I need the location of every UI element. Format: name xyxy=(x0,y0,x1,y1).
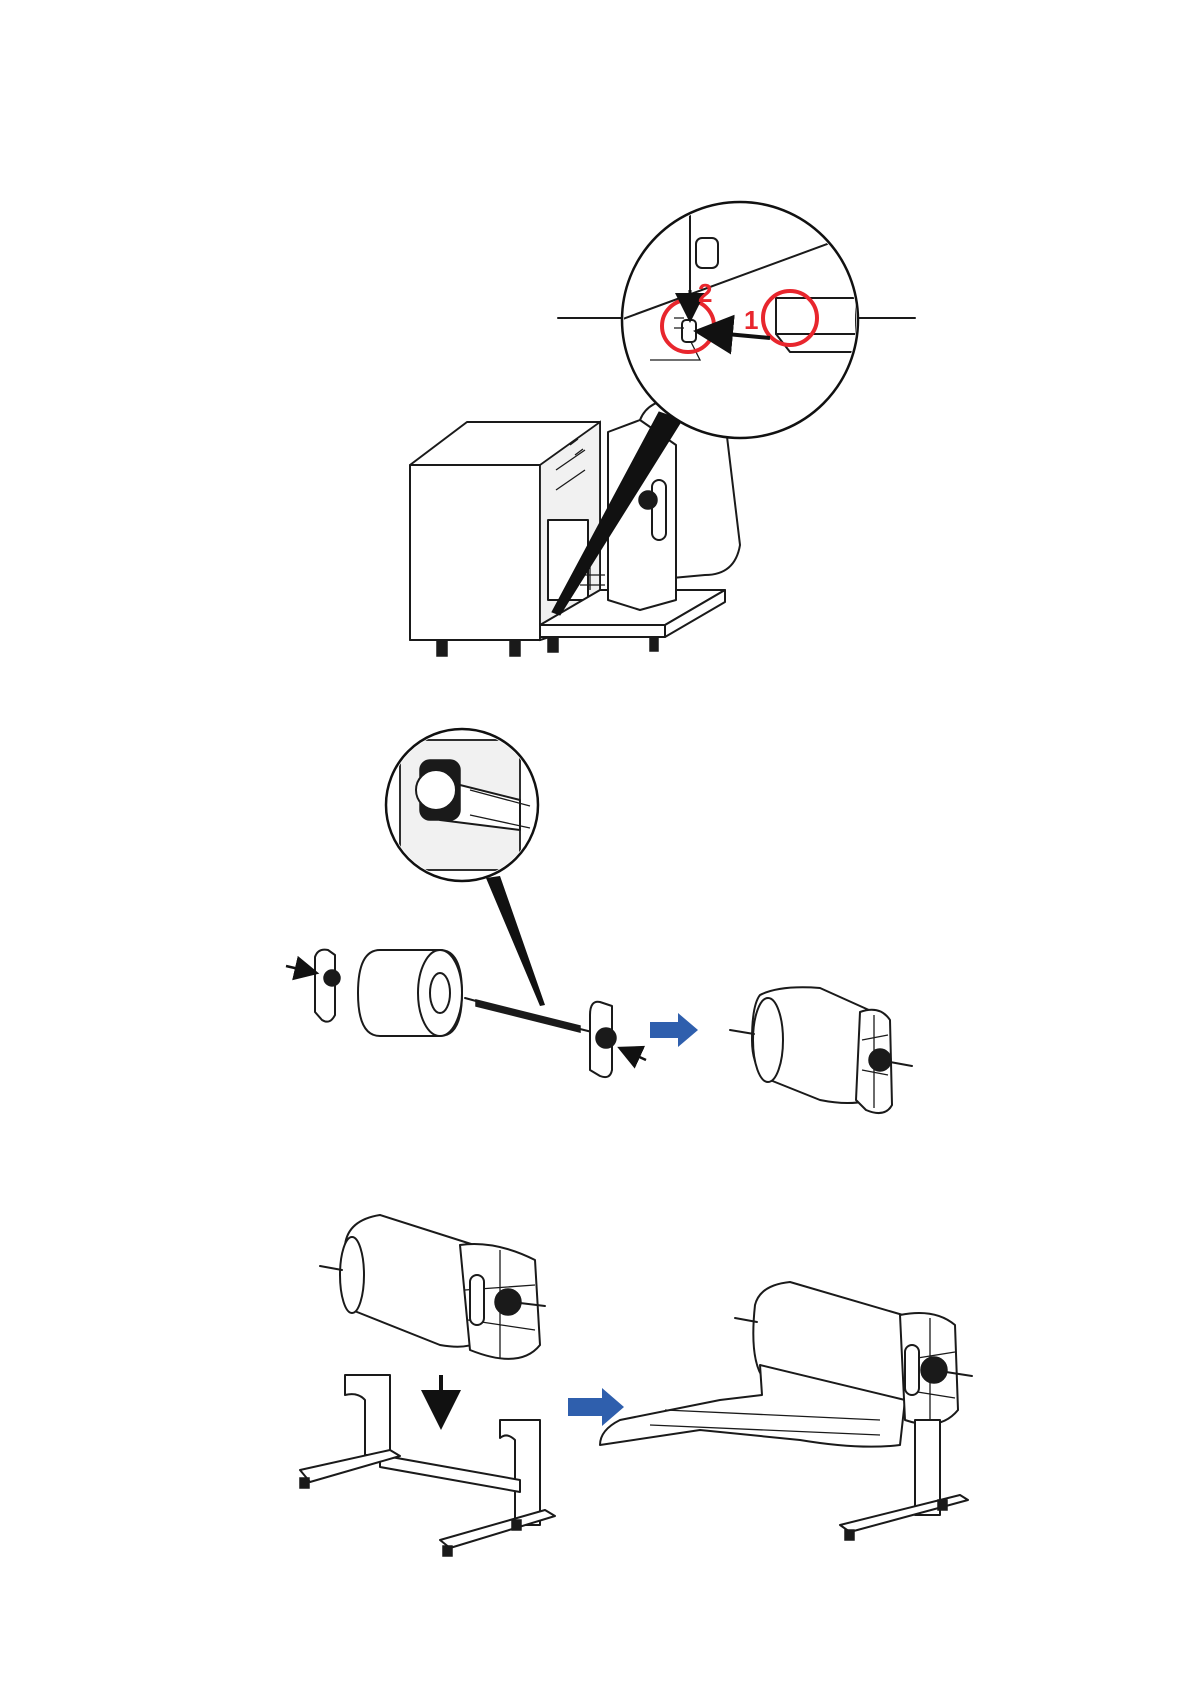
empty-stand xyxy=(300,1375,555,1556)
left-flange xyxy=(315,950,340,1022)
direction-arrow-2 xyxy=(568,1388,624,1426)
figure-stand-mount xyxy=(300,1215,972,1556)
magnifier-callout xyxy=(620,202,860,438)
step-2-label: 2 xyxy=(698,278,712,308)
shaft xyxy=(465,998,596,1033)
loaded-stand xyxy=(600,1282,972,1540)
right-flange xyxy=(590,1002,616,1077)
right-push-arrow xyxy=(624,1050,646,1060)
label-roll xyxy=(358,950,462,1036)
shaft-magnifier xyxy=(386,729,538,881)
figure-roll-assembly xyxy=(286,729,912,1113)
assembled-roll xyxy=(730,987,912,1113)
figure-printer-attach: 1 2 xyxy=(410,202,915,656)
step-1-label: 1 xyxy=(744,305,758,335)
direction-arrow-1 xyxy=(650,1013,698,1047)
roll-on-shaft xyxy=(320,1215,545,1359)
left-push-arrow xyxy=(286,966,312,972)
shaft-magnifier-cone xyxy=(486,876,545,1006)
